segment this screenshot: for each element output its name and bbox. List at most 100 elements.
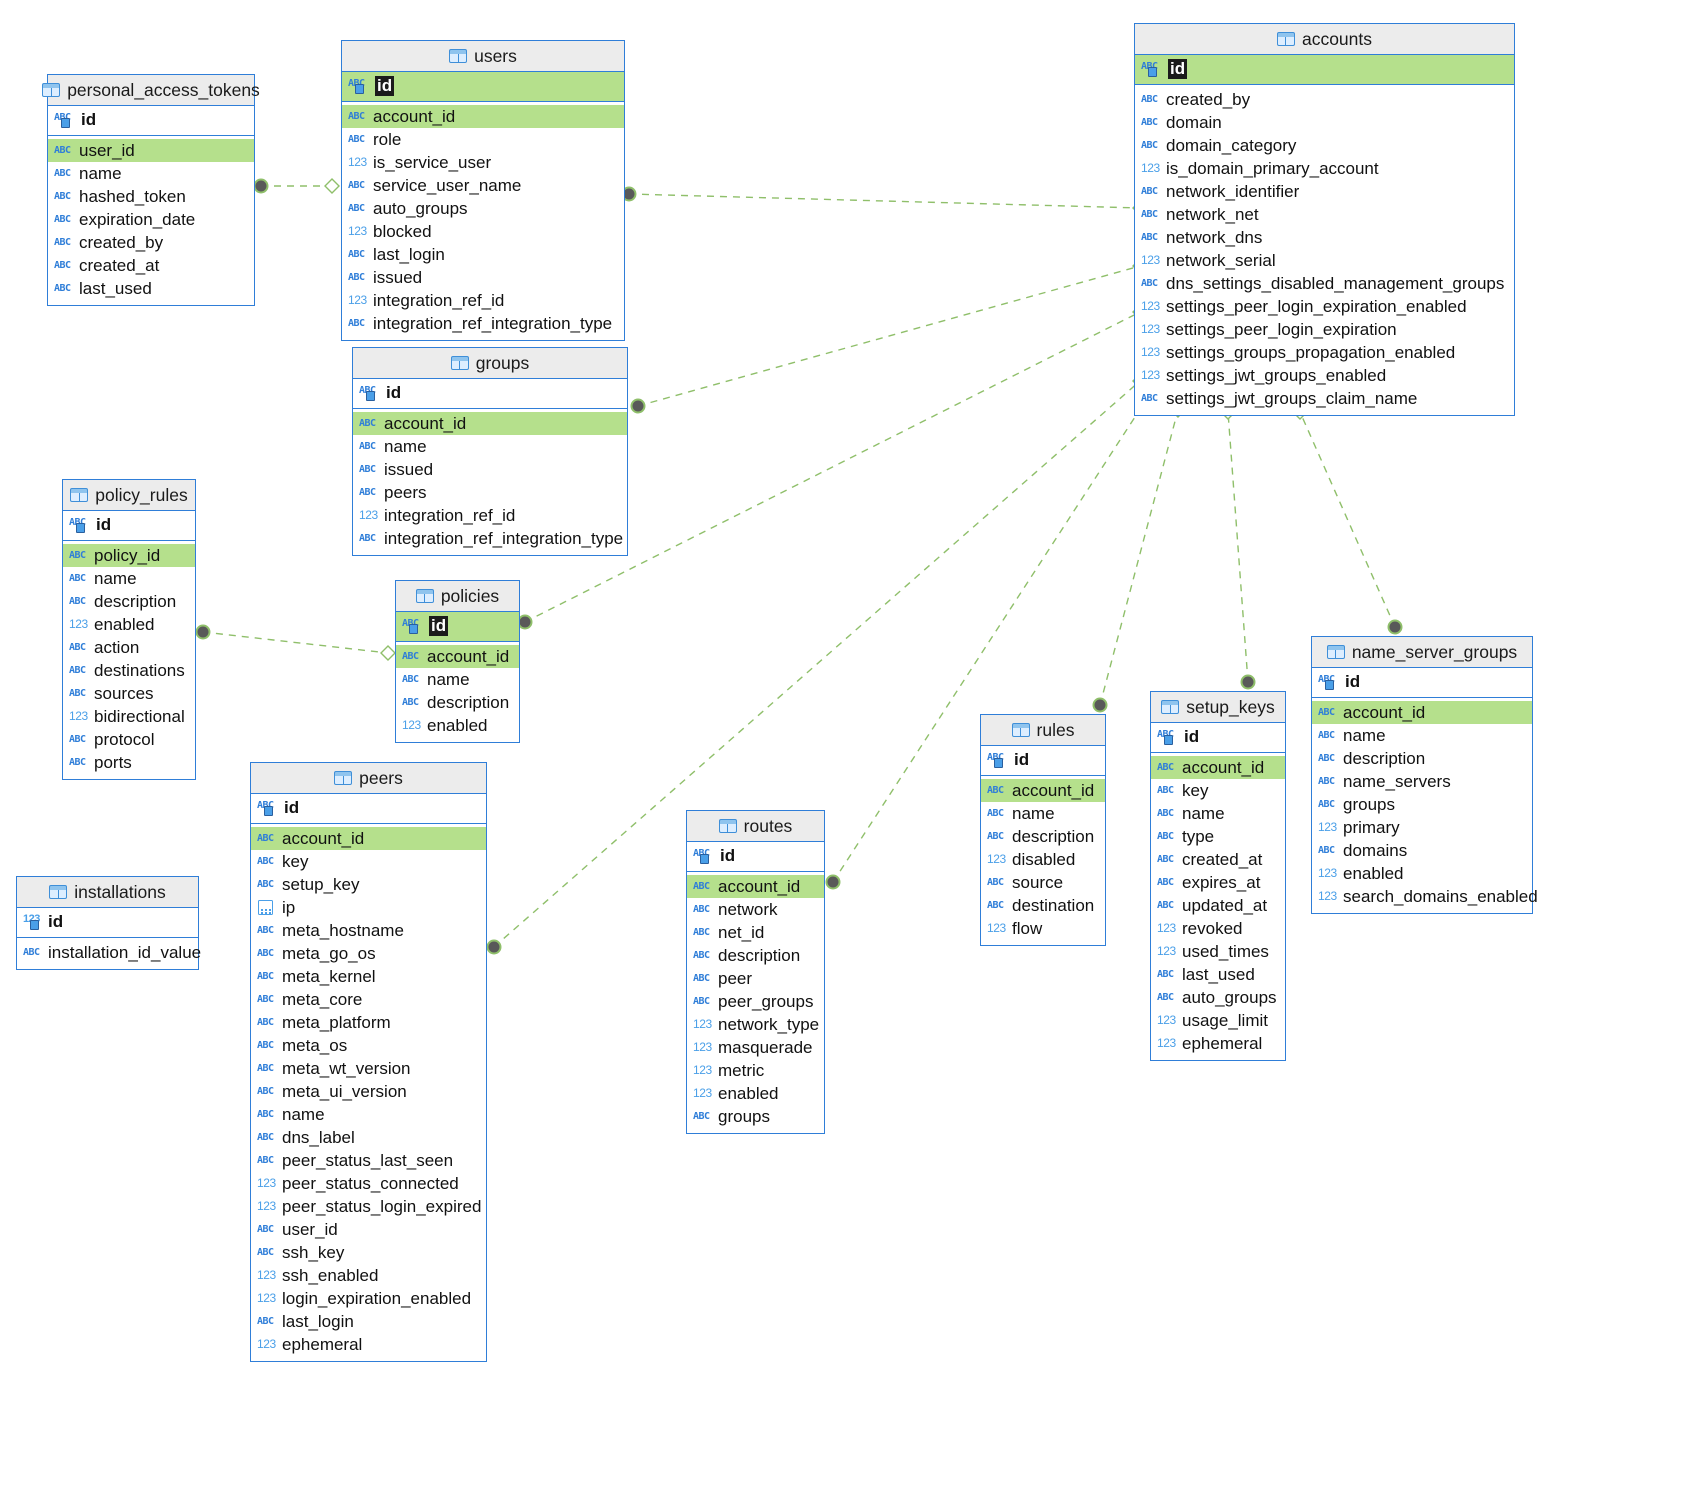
- table-header-rules[interactable]: rules: [981, 715, 1105, 746]
- column-row[interactable]: last_used: [1151, 963, 1285, 986]
- column-row[interactable]: service_user_name: [342, 174, 624, 197]
- column-row[interactable]: last_used: [48, 277, 254, 300]
- column-row[interactable]: peer_groups: [687, 990, 824, 1013]
- table-header-accounts[interactable]: accounts: [1135, 24, 1514, 55]
- column-row[interactable]: meta_core: [251, 988, 486, 1011]
- column-row[interactable]: dns_label: [251, 1126, 486, 1149]
- column-row[interactable]: enabled: [1312, 862, 1532, 885]
- entity-table-peers[interactable]: peersidaccount_idkeysetup_keyipmeta_host…: [250, 762, 487, 1362]
- column-row[interactable]: network_net: [1135, 203, 1514, 226]
- column-row[interactable]: net_id: [687, 921, 824, 944]
- table-header-personal_access_tokens[interactable]: personal_access_tokens: [42, 75, 260, 106]
- column-row[interactable]: issued: [353, 458, 627, 481]
- entity-table-personal_access_tokens[interactable]: personal_access_tokensiduser_idnamehashe…: [42, 74, 260, 306]
- column-row[interactable]: peer: [687, 967, 824, 990]
- table-header-installations[interactable]: installations: [17, 877, 198, 908]
- column-row[interactable]: key: [251, 850, 486, 873]
- column-row[interactable]: ephemeral: [251, 1333, 486, 1356]
- column-row[interactable]: search_domains_enabled: [1312, 885, 1538, 908]
- column-row[interactable]: name: [1312, 724, 1532, 747]
- column-row[interactable]: user_id: [251, 1218, 486, 1241]
- column-row[interactable]: primary: [1312, 816, 1532, 839]
- entity-table-policies[interactable]: policiesidaccount_idnamedescriptionenabl…: [395, 580, 520, 743]
- column-row[interactable]: description: [981, 825, 1105, 848]
- column-row[interactable]: network_serial: [1135, 249, 1514, 272]
- column-row[interactable]: role: [342, 128, 624, 151]
- primary-key-row-users[interactable]: id: [342, 72, 624, 102]
- column-row[interactable]: groups: [1312, 793, 1532, 816]
- column-row[interactable]: meta_hostname: [251, 919, 486, 942]
- column-row[interactable]: installation_id_value: [17, 941, 201, 964]
- table-header-policies[interactable]: policies: [396, 581, 519, 612]
- column-row[interactable]: blocked: [342, 220, 624, 243]
- table-header-users[interactable]: users: [342, 41, 624, 72]
- table-header-peers[interactable]: peers: [251, 763, 486, 794]
- column-row[interactable]: expires_at: [1151, 871, 1285, 894]
- column-row[interactable]: settings_jwt_groups_enabled: [1135, 364, 1514, 387]
- column-row[interactable]: hashed_token: [48, 185, 254, 208]
- entity-table-routes[interactable]: routesidaccount_idnetworknet_iddescripti…: [686, 810, 825, 1134]
- column-row[interactable]: network_type: [687, 1013, 824, 1036]
- column-row[interactable]: meta_go_os: [251, 942, 486, 965]
- column-row[interactable]: action: [63, 636, 195, 659]
- column-row[interactable]: issued: [342, 266, 624, 289]
- entity-table-policy_rules[interactable]: policy_rulesidpolicy_idnamedescriptionen…: [62, 479, 196, 780]
- column-row[interactable]: name: [396, 668, 519, 691]
- column-row[interactable]: settings_peer_login_expiration_enabled: [1135, 295, 1514, 318]
- primary-key-row-routes[interactable]: id: [687, 842, 824, 872]
- column-row[interactable]: type: [1151, 825, 1285, 848]
- column-row[interactable]: created_at: [1151, 848, 1285, 871]
- entity-table-accounts[interactable]: accountsidcreated_bydomaindomain_categor…: [1134, 23, 1515, 416]
- column-row[interactable]: created_by: [1135, 88, 1514, 111]
- primary-key-row-installations[interactable]: id: [17, 908, 198, 938]
- column-row[interactable]: policy_id: [63, 544, 195, 567]
- column-row[interactable]: ports: [63, 751, 195, 774]
- column-row[interactable]: network_identifier: [1135, 180, 1514, 203]
- column-row[interactable]: auto_groups: [342, 197, 624, 220]
- column-row[interactable]: network_dns: [1135, 226, 1514, 249]
- column-row[interactable]: integration_ref_id: [353, 504, 627, 527]
- column-row[interactable]: settings_peer_login_expiration: [1135, 318, 1514, 341]
- column-row[interactable]: domain: [1135, 111, 1514, 134]
- column-row[interactable]: last_login: [342, 243, 624, 266]
- column-row[interactable]: dns_settings_disabled_management_groups: [1135, 272, 1514, 295]
- column-row[interactable]: meta_ui_version: [251, 1080, 486, 1103]
- column-row[interactable]: settings_jwt_groups_claim_name: [1135, 387, 1514, 410]
- column-row[interactable]: metric: [687, 1059, 824, 1082]
- column-row[interactable]: meta_platform: [251, 1011, 486, 1034]
- table-header-groups[interactable]: groups: [353, 348, 627, 379]
- column-row[interactable]: flow: [981, 917, 1105, 940]
- column-row[interactable]: is_domain_primary_account: [1135, 157, 1514, 180]
- column-row[interactable]: ephemeral: [1151, 1032, 1285, 1055]
- column-row[interactable]: name_servers: [1312, 770, 1532, 793]
- column-row[interactable]: domains: [1312, 839, 1532, 862]
- column-row[interactable]: usage_limit: [1151, 1009, 1285, 1032]
- column-row[interactable]: destination: [981, 894, 1105, 917]
- column-row[interactable]: auto_groups: [1151, 986, 1285, 1009]
- column-row[interactable]: meta_os: [251, 1034, 486, 1057]
- entity-table-users[interactable]: usersidaccount_idroleis_service_userserv…: [341, 40, 625, 341]
- column-row[interactable]: name: [48, 162, 254, 185]
- column-row[interactable]: account_id: [396, 645, 519, 668]
- column-row[interactable]: ssh_key: [251, 1241, 486, 1264]
- entity-table-installations[interactable]: installationsid installation_id_value: [16, 876, 201, 970]
- column-row[interactable]: integration_ref_integration_type: [342, 312, 624, 335]
- column-row[interactable]: key: [1151, 779, 1285, 802]
- column-row[interactable]: is_service_user: [342, 151, 624, 174]
- column-row[interactable]: name: [1151, 802, 1285, 825]
- column-row[interactable]: name: [63, 567, 195, 590]
- column-row[interactable]: destinations: [63, 659, 195, 682]
- column-row[interactable]: enabled: [63, 613, 195, 636]
- primary-key-row-personal_access_tokens[interactable]: id: [48, 106, 254, 136]
- primary-key-row-setup_keys[interactable]: id: [1151, 723, 1285, 753]
- column-row[interactable]: used_times: [1151, 940, 1285, 963]
- primary-key-row-rules[interactable]: id: [981, 746, 1105, 776]
- column-row[interactable]: account_id: [1151, 756, 1285, 779]
- primary-key-row-groups[interactable]: id: [353, 379, 627, 409]
- column-row[interactable]: description: [63, 590, 195, 613]
- primary-key-row-name_server_groups[interactable]: id: [1312, 668, 1532, 698]
- column-row[interactable]: created_by: [48, 231, 254, 254]
- column-row[interactable]: masquerade: [687, 1036, 824, 1059]
- entity-table-setup_keys[interactable]: setup_keysidaccount_idkeynametypecreated…: [1150, 691, 1286, 1061]
- primary-key-row-policy_rules[interactable]: id: [63, 511, 195, 541]
